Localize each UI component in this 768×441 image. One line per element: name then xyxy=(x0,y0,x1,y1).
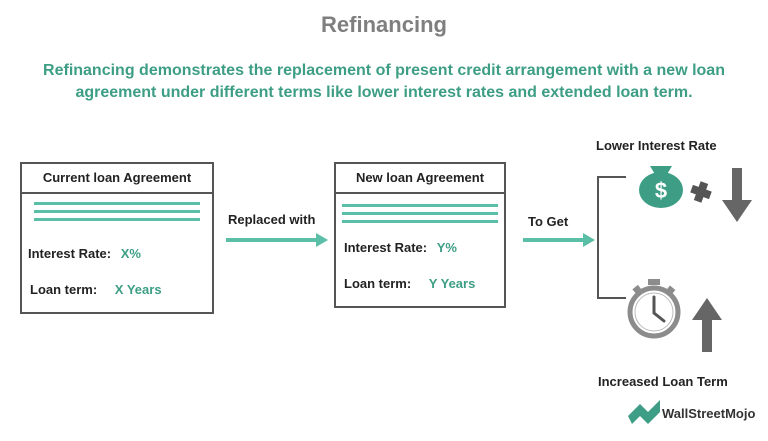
new-rate-row: Interest Rate: Y% xyxy=(344,240,457,255)
up-arrow-icon xyxy=(692,298,722,352)
replaced-with-arrow xyxy=(226,233,328,247)
lower-interest-label: Lower Interest Rate xyxy=(596,138,717,153)
divider-line xyxy=(342,204,498,207)
divider-line xyxy=(34,202,200,205)
current-loan-box: Current loan Agreement Interest Rate: X%… xyxy=(20,162,214,314)
stopwatch-icon xyxy=(627,279,681,339)
replaced-with-label: Replaced with xyxy=(228,212,316,227)
current-term-row: Loan term: X Years xyxy=(30,282,162,297)
divider-line xyxy=(34,210,200,213)
wallstreetmojo-logo-icon xyxy=(628,400,660,424)
new-loan-box: New loan Agreement Interest Rate: Y% Loa… xyxy=(334,162,506,308)
wallstreetmojo-logo-text: WallStreetMojo xyxy=(662,406,756,421)
current-rate-label: Interest Rate: xyxy=(28,246,112,261)
plus-icon xyxy=(690,181,712,203)
new-term-row: Loan term: Y Years xyxy=(344,276,475,291)
new-rate-value: Y% xyxy=(436,240,457,255)
to-get-label: To Get xyxy=(528,214,569,229)
new-term-label: Loan term: xyxy=(344,276,412,291)
page-subtitle: Refinancing demonstrates the replacement… xyxy=(43,62,725,101)
new-rate-label: Interest Rate: xyxy=(344,240,428,255)
money-bag-icon: $ xyxy=(639,166,683,208)
down-arrow-icon xyxy=(722,168,752,222)
new-loan-heading: New loan Agreement xyxy=(336,164,504,194)
divider-line xyxy=(34,218,200,221)
divider-line xyxy=(342,220,498,223)
new-term-value: Y Years xyxy=(428,276,476,291)
current-term-value: X Years xyxy=(114,282,162,297)
outcome-bracket xyxy=(597,176,626,299)
to-get-arrow xyxy=(523,233,595,247)
current-rate-row: Interest Rate: X% xyxy=(28,246,141,261)
svg-text:$: $ xyxy=(655,178,667,203)
divider-line xyxy=(342,212,498,215)
page-title: Refinancing xyxy=(321,12,447,37)
current-rate-value: X% xyxy=(120,246,141,261)
current-term-label: Loan term: xyxy=(30,282,98,297)
current-loan-heading: Current loan Agreement xyxy=(22,164,212,194)
increased-term-label: Increased Loan Term xyxy=(598,374,728,389)
